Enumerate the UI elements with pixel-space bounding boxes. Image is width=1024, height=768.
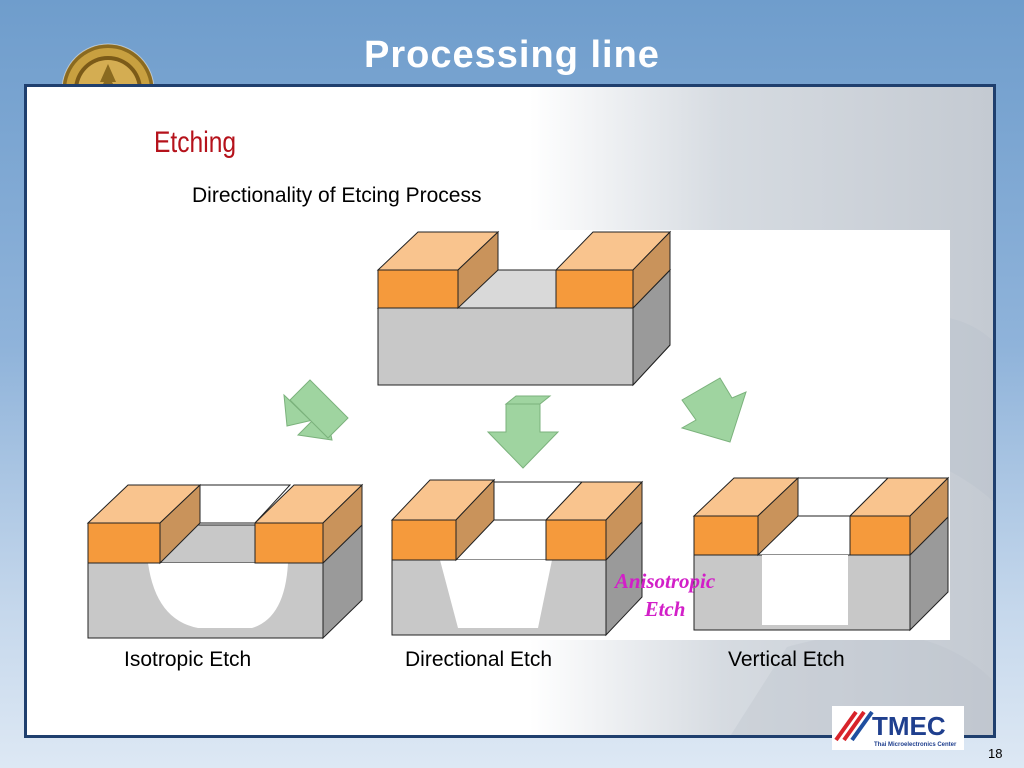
section-subtitle: Etching (154, 126, 237, 159)
slide-title: Processing line (364, 34, 660, 76)
etch-diagram: Anisotropic Etch (86, 230, 950, 640)
logo-name: TMEC (872, 711, 946, 741)
caption-isotropic: Isotropic Etch (124, 648, 252, 671)
arrow-center (486, 395, 560, 469)
block-vertical (692, 476, 950, 632)
block-isotropic (86, 483, 364, 640)
annotation-line2: Etch (644, 597, 686, 621)
caption-directional: Directional Etch (405, 648, 553, 671)
tmec-logo: TMEC Thai Microelectronics Center (832, 706, 964, 750)
arrow-left (283, 379, 349, 441)
figure-heading: Directionality of Etcing Process (192, 184, 482, 207)
arrow-right (680, 377, 747, 443)
block-directional (390, 478, 644, 637)
page-number: 18 (988, 746, 1003, 761)
block-before-etch (376, 230, 672, 387)
tmec-logo-icon: TMEC Thai Microelectronics Center (834, 710, 957, 748)
caption-vertical: Vertical Etch (728, 648, 845, 671)
logo-tagline: Thai Microelectronics Center (874, 742, 957, 748)
annotation-line1: Anisotropic (613, 569, 716, 593)
